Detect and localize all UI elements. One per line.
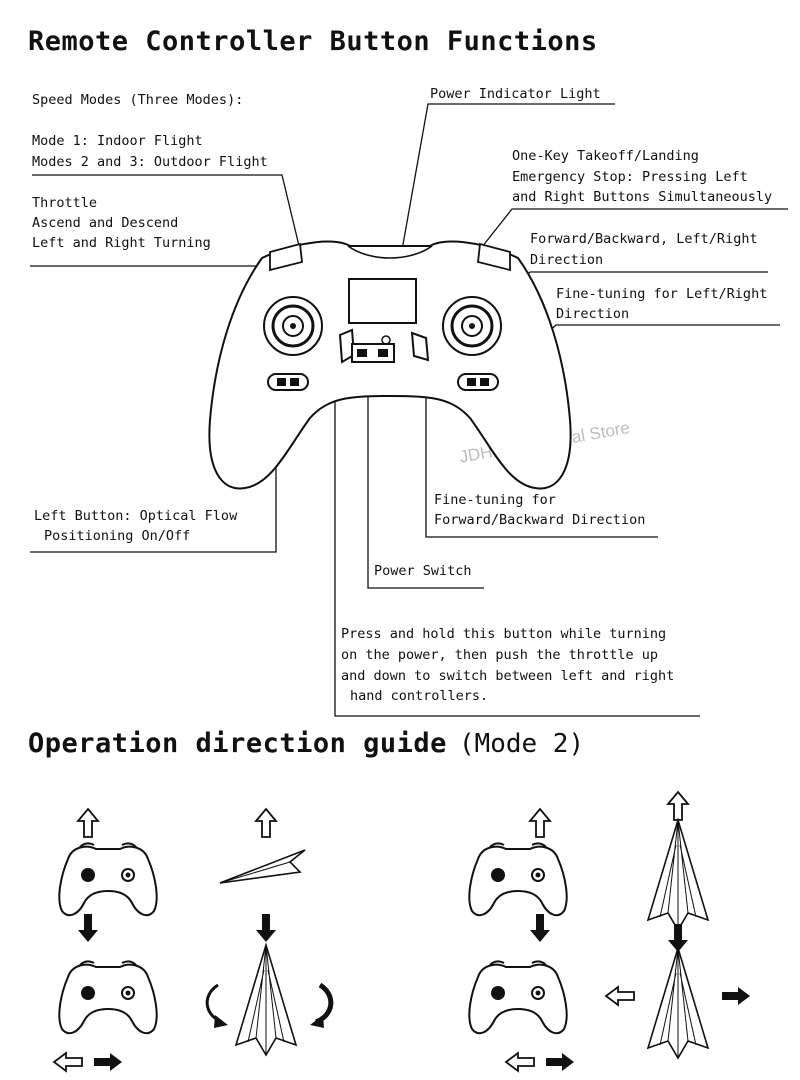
mode1-label: Mode 1: Indoor Flight	[32, 133, 203, 149]
emergency-stop-label: Emergency Stop: Pressing Left	[512, 169, 748, 185]
emergency-stop-label-2: and Right Buttons Simultaneously	[512, 189, 773, 205]
finetune-lr-label: Fine-tuning for Left/Right	[556, 286, 768, 302]
power-switch-label: Power Switch	[374, 563, 472, 579]
mode23-label: Modes 2 and 3: Outdoor Flight	[32, 154, 268, 170]
guide-heading: Operation direction guide (Mode 2)	[28, 728, 584, 759]
direction-label: Forward/Backward, Left/Right	[530, 231, 758, 247]
throttle-label: Throttle	[32, 195, 98, 211]
direction-label-2: Direction	[530, 252, 604, 268]
guide-title: Operation direction guide	[28, 728, 447, 759]
speed-modes-label: Speed Modes (Three Modes):	[32, 92, 244, 108]
finetune-lr-label-2: Direction	[556, 306, 630, 322]
guide-left-group	[53, 808, 334, 1072]
hold-note-line4: hand controllers.	[350, 688, 489, 704]
takeoff-label: One-Key Takeoff/Landing	[512, 148, 699, 164]
page-title: Remote Controller Button Functions	[28, 26, 598, 57]
optical-flow-label: Left Button: Optical Flow	[34, 508, 238, 524]
guide-right-group	[468, 791, 750, 1072]
throttle-ascend-label: Ascend and Descend	[32, 215, 179, 231]
power-indicator-label: Power Indicator Light	[430, 86, 601, 102]
hold-note-line2: on the power, then push the throttle up	[341, 647, 658, 663]
hold-note-line1: Press and hold this button while turning	[341, 626, 667, 642]
finetune-fb-label: Fine-tuning for	[434, 492, 556, 508]
throttle-turn-label: Left and Right Turning	[32, 235, 211, 251]
controller-icon	[208, 240, 572, 490]
hold-note-line3: and down to switch between left and righ…	[341, 668, 675, 684]
guide-mode: (Mode 2)	[458, 729, 585, 759]
optical-flow-label-2: Positioning On/Off	[44, 528, 191, 544]
finetune-fb-label-2: Forward/Backward Direction	[434, 512, 646, 528]
